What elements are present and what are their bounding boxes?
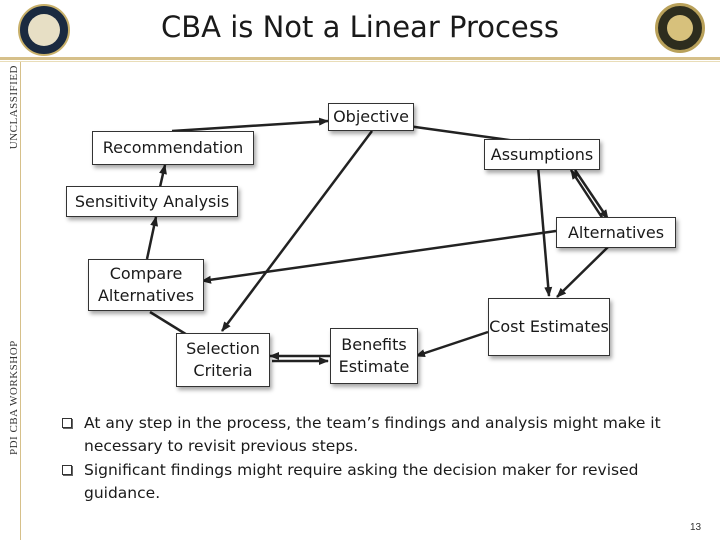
node-assumptions: Assumptions <box>484 139 600 170</box>
checkbox-bullet-icon <box>62 464 72 475</box>
node-selection-criteria: Selection Criteria <box>176 333 270 387</box>
node-compare-alternatives: Compare Alternatives <box>88 259 204 311</box>
bullet-item: Significant findings might require askin… <box>62 459 682 506</box>
arrow-objective-selection <box>221 130 373 332</box>
arrow-assumptions-cost <box>536 165 553 297</box>
side-rule <box>20 62 21 540</box>
node-sensitivity-analysis: Sensitivity Analysis <box>66 186 238 217</box>
bullet-list: At any step in the process, the team’s f… <box>62 412 682 505</box>
finance-corps-logo <box>655 3 705 53</box>
node-benefits-estimate: Benefits Estimate <box>330 328 418 384</box>
page-title: CBA is Not a Linear Process <box>161 10 559 44</box>
header-rule-thin <box>0 61 720 62</box>
arrow-alternatives-compare <box>201 229 557 284</box>
node-cost-estimates: Cost Estimates <box>488 298 610 356</box>
bullet-text: At any step in the process, the team’s f… <box>84 414 661 456</box>
header-rule <box>0 57 720 60</box>
arrow-sensitivity-recommendation <box>158 164 167 188</box>
arrow-assumptions-alternatives <box>573 169 610 220</box>
node-objective: Objective <box>328 103 414 131</box>
node-alternatives: Alternatives <box>556 217 676 248</box>
arrow-alternatives-cost <box>556 246 609 298</box>
arrow-compare-sensitivity <box>145 216 159 260</box>
army-seal-logo <box>18 4 70 56</box>
arrow-alternatives-assumptions <box>569 169 605 220</box>
arrow-cost-benefits <box>415 330 489 358</box>
bullet-text: Significant findings might require askin… <box>84 460 639 502</box>
arrow-recommendation-objective <box>171 117 329 133</box>
page-number: 13 <box>690 522 702 533</box>
bullet-item: At any step in the process, the team’s f… <box>62 412 682 459</box>
checkbox-bullet-icon <box>62 418 72 428</box>
node-recommendation: Recommendation <box>92 131 254 165</box>
